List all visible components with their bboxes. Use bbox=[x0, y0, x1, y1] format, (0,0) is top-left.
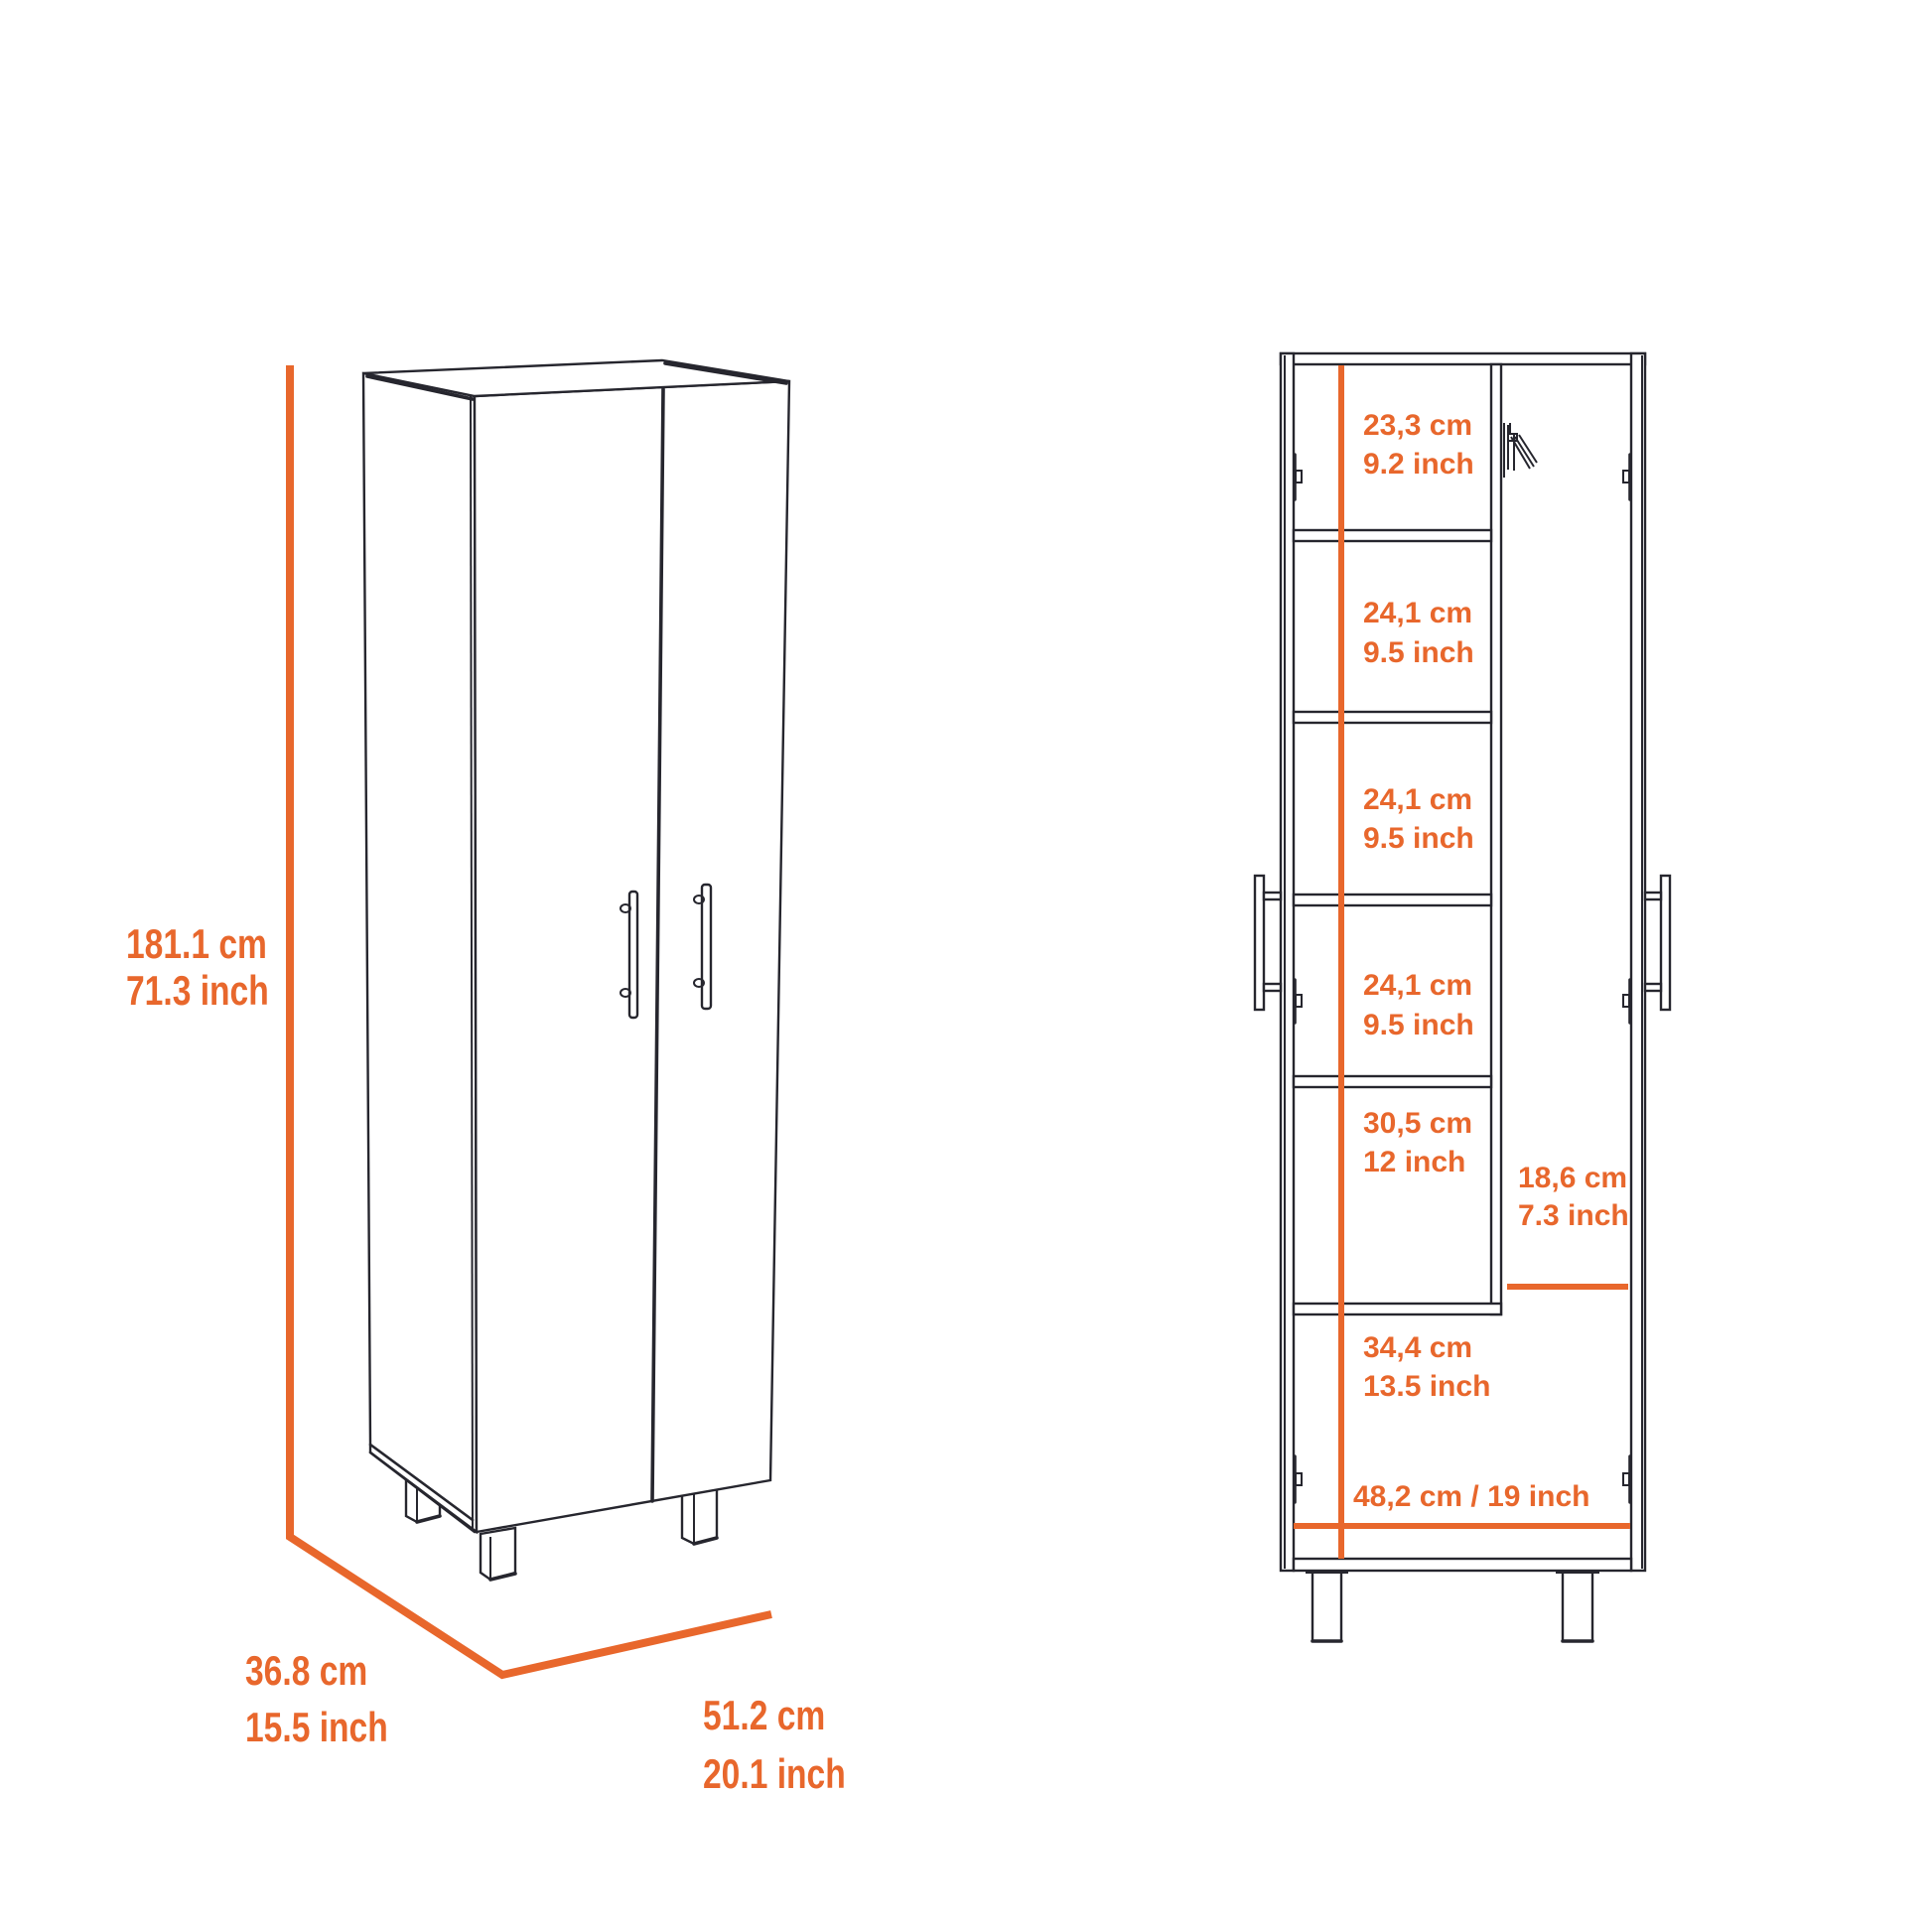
depth-cm-label: 36.8 cm bbox=[245, 1649, 367, 1695]
door-handle-right bbox=[1643, 874, 1672, 1012]
svg-text:9.5 inch: 9.5 inch bbox=[1363, 636, 1474, 669]
width-inch-label: 20.1 inch bbox=[703, 1752, 846, 1798]
hinge-icon bbox=[1293, 978, 1303, 1025]
leg-front-right bbox=[680, 1485, 719, 1546]
compartment-label-5: 30,5 cm 12 inch bbox=[1363, 1107, 1472, 1178]
compartment-label-6: 34,4 cm 13.5 inch bbox=[1363, 1331, 1490, 1403]
shelf-1 bbox=[1292, 528, 1493, 543]
shelf-2 bbox=[1292, 710, 1493, 725]
svg-text:24,1 cm: 24,1 cm bbox=[1363, 783, 1472, 816]
compartment-label-2: 24,1 cm 9.5 inch bbox=[1363, 597, 1474, 669]
shelf-4 bbox=[1292, 1074, 1493, 1089]
svg-text:9.2 inch: 9.2 inch bbox=[1363, 448, 1474, 481]
leg-front-left bbox=[479, 1526, 517, 1582]
svg-text:24,1 cm: 24,1 cm bbox=[1363, 597, 1472, 629]
hinge-icon bbox=[1293, 1454, 1303, 1504]
height-inch-label: 71.3 inch bbox=[126, 969, 269, 1015]
svg-text:18,6 cm: 18,6 cm bbox=[1518, 1162, 1627, 1194]
left-side-panel bbox=[1279, 351, 1296, 1573]
leg-left bbox=[1311, 1569, 1343, 1643]
svg-text:34,4 cm: 34,4 cm bbox=[1363, 1331, 1472, 1364]
shelf-5 bbox=[1292, 1302, 1503, 1316]
door-split-line bbox=[650, 387, 665, 1503]
svg-text:24,1 cm: 24,1 cm bbox=[1363, 969, 1472, 1002]
hinge-icon bbox=[1622, 978, 1632, 1025]
bottom-panel bbox=[1292, 1557, 1633, 1573]
door-handle-right bbox=[693, 883, 713, 1011]
cabinet-top bbox=[362, 358, 790, 398]
side-compartment-label: 18,6 cm 7.3 inch bbox=[1518, 1162, 1629, 1232]
perspective-dimension-line bbox=[286, 365, 772, 1680]
perspective-cabinet bbox=[361, 358, 791, 1582]
hinge-icons bbox=[1293, 453, 1632, 1504]
height-cm-label: 181.1 cm bbox=[126, 922, 267, 968]
center-divider bbox=[1489, 362, 1503, 1316]
cabinet-side-panel bbox=[361, 371, 479, 1535]
svg-text:7.3 inch: 7.3 inch bbox=[1518, 1199, 1629, 1232]
front-open-cabinet bbox=[1253, 351, 1672, 1643]
depth-inch-label: 15.5 inch bbox=[245, 1706, 388, 1751]
key-icon bbox=[1503, 423, 1538, 478]
interior-width-label: 48,2 cm / 19 inch bbox=[1353, 1480, 1589, 1513]
svg-text:13.5 inch: 13.5 inch bbox=[1363, 1370, 1490, 1403]
hinge-icon bbox=[1293, 453, 1303, 501]
top-panel bbox=[1279, 351, 1647, 366]
door-handle-left bbox=[1253, 874, 1283, 1012]
svg-text:12 inch: 12 inch bbox=[1363, 1146, 1465, 1178]
svg-text:9.5 inch: 9.5 inch bbox=[1363, 822, 1474, 855]
leg-right bbox=[1561, 1569, 1594, 1643]
front-dimension-lines bbox=[1294, 365, 1630, 1559]
compartment-label-3: 24,1 cm 9.5 inch bbox=[1363, 783, 1474, 855]
svg-text:9.5 inch: 9.5 inch bbox=[1363, 1009, 1474, 1041]
compartment-label-1: 23,3 cm 9.2 inch bbox=[1363, 409, 1474, 481]
svg-text:30,5 cm: 30,5 cm bbox=[1363, 1107, 1472, 1140]
compartment-label-4: 24,1 cm 9.5 inch bbox=[1363, 969, 1474, 1041]
width-cm-label: 51.2 cm bbox=[703, 1694, 825, 1739]
hinge-icon bbox=[1622, 1454, 1632, 1504]
hinge-icon bbox=[1622, 453, 1632, 501]
door-handle-left bbox=[620, 890, 639, 1020]
shelf-3 bbox=[1292, 893, 1493, 907]
svg-text:23,3 cm: 23,3 cm bbox=[1363, 409, 1472, 442]
